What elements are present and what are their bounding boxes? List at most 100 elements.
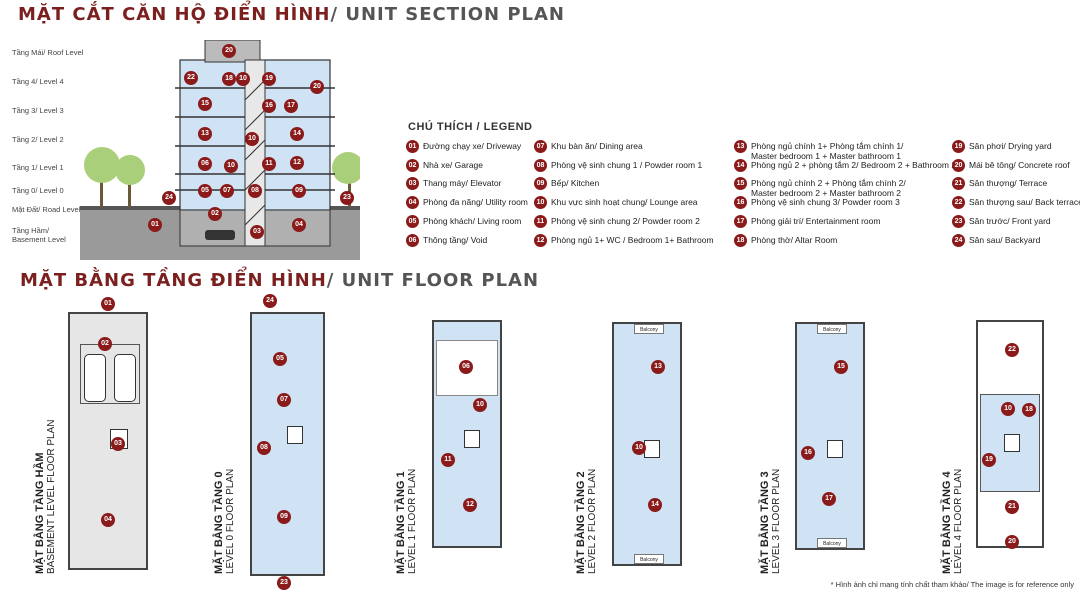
legend-text: Sân sau/ Backyard <box>969 234 1040 245</box>
legend-text: Phòng vệ sinh chung 1 / Powder room 1 <box>551 159 702 170</box>
legend-number-badge: 07 <box>534 140 547 153</box>
badge-11: 11 <box>262 157 276 171</box>
legend-text: Phòng giải trí/ Entertainment room <box>751 215 880 226</box>
legend-text: Sân thượng sau/ Back terrace <box>969 196 1080 207</box>
legend-text: Phòng ngủ 1+ WC / Bedroom 1+ Bathroom <box>551 234 714 245</box>
legend-text: Khu vực sinh hoạt chung/ Lounge area <box>551 196 698 207</box>
legend-number-badge: 12 <box>534 233 547 247</box>
plan-label-en: LEVEL 4 FLOOR PLAN <box>953 468 964 574</box>
legend-text-line: Bếp/ Kitchen <box>551 178 600 189</box>
fp5-badge-21: 21 <box>1005 500 1019 514</box>
plan-label-vn: MẶT BẰNG TẦNG 0 <box>213 471 225 574</box>
balcony-label: Balcony <box>634 554 664 564</box>
legend-text: Phòng đa năng/ Utility room <box>423 196 528 207</box>
badge-10b: 10 <box>245 132 259 146</box>
legend-text-line: Thông tầng/ Void <box>423 234 488 245</box>
fp0-badge-03: 03 <box>111 437 125 451</box>
legend-number-badge: 04 <box>406 196 419 210</box>
elevator-icon <box>287 426 303 444</box>
legend-number-badge: 23 <box>952 214 965 228</box>
legend-text-line: Khu vực sinh hoạt chung/ Lounge area <box>551 197 698 208</box>
elevator-icon <box>1004 434 1020 452</box>
level-label-4: Tầng 4/ Level 4 <box>12 77 64 86</box>
legend-number-badge: 09 <box>534 177 547 191</box>
legend-text: Sân phơi/ Drying yard <box>969 140 1052 151</box>
legend-number-badge: 14 <box>734 158 747 172</box>
badge-06: 06 <box>198 157 212 171</box>
legend-number-badge: 11 <box>534 214 547 228</box>
level-label-0: Tầng 0/ Level 0 <box>12 186 64 195</box>
legend-text: Khu bàn ăn/ Dining area <box>551 140 643 151</box>
floor-plan-title: MẶT BẰNG TẦNG ĐIỂN HÌNH/ UNIT FLOOR PLAN <box>20 270 539 291</box>
legend-item: 11 Phòng vệ sinh chung 2/ Powder room 2 <box>534 214 700 228</box>
fp0-badge-04: 04 <box>101 513 115 527</box>
legend-number-badge: 21 <box>952 177 965 191</box>
legend-number-badge: 10 <box>534 196 547 210</box>
fp1-badge-05: 05 <box>273 352 287 366</box>
subtitle-en: / UNIT FLOOR PLAN <box>326 270 540 291</box>
legend-text: Đường chạy xe/ Driveway <box>423 140 521 151</box>
elevator-icon <box>644 440 660 458</box>
legend-item: 07 Khu bàn ăn/ Dining area <box>534 140 643 153</box>
car-icon <box>84 354 106 402</box>
legend-text: Phòng khách/ Living room <box>423 215 521 226</box>
fp3-badge-13: 13 <box>651 360 665 374</box>
plan-label-en: LEVEL 0 FLOOR PLAN <box>225 468 236 574</box>
stair-core <box>244 59 266 247</box>
fp1-badge-09: 09 <box>277 510 291 524</box>
legend-text-line: Phòng đa năng/ Utility room <box>423 197 528 208</box>
legend-text-line: Sân thượng sau/ Back terrace <box>969 197 1080 208</box>
plan-label-vn: MẶT BẰNG TẦNG 4 <box>941 471 953 574</box>
level-label-2: Tầng 2/ Level 2 <box>12 135 64 144</box>
fp2-badge-11: 11 <box>441 453 455 467</box>
legend-item: 10 Khu vực sinh hoạt chung/ Lounge area <box>534 196 698 210</box>
title-en: / UNIT SECTION PLAN <box>330 4 565 25</box>
legend-text-line: Master bedroom 2 + Master bathroom 2 <box>751 188 901 199</box>
level-label-basement: Tầng Hầm/ <box>12 226 50 235</box>
legend-text-line: Phòng giải trí/ Entertainment room <box>751 215 881 226</box>
plan-label-vn: MẶT BẰNG TẦNG HẦM <box>34 452 46 574</box>
badge-19: 19 <box>262 72 276 86</box>
legend-text: Phòng vệ sinh chung 2/ Powder room 2 <box>551 215 700 226</box>
fp0-badge-02: 02 <box>98 337 112 351</box>
badge-04: 04 <box>292 218 306 232</box>
badge-15: 15 <box>198 97 212 111</box>
floor-plan-level-2: Balcony Balcony <box>612 322 682 566</box>
badge-10c: 10 <box>224 159 238 173</box>
legend-text-line: Sân thượng/ Terrace <box>969 178 1048 189</box>
legend-text: Bếp/ Kitchen <box>551 177 599 188</box>
fp5-badge-19: 19 <box>982 453 996 467</box>
fp3-badge-14: 14 <box>648 498 662 512</box>
badge-23: 23 <box>340 191 354 205</box>
badge-01: 01 <box>148 218 162 232</box>
badge-14: 14 <box>290 127 304 141</box>
legend-number-badge: 18 <box>734 233 747 247</box>
legend-number-badge: 24 <box>952 233 965 247</box>
badge-02: 02 <box>208 207 222 221</box>
legend-text: Thông tầng/ Void <box>423 234 487 245</box>
legend-text-line: Phòng khách/ Living room <box>423 215 522 226</box>
balcony-label: Balcony <box>817 538 847 548</box>
title-vn: MẶT CẮT CĂN HỘ ĐIỂN HÌNH <box>18 4 331 25</box>
fp1-badge-23: 23 <box>277 576 291 590</box>
legend-text-line: Master bedroom 1 + Master bathroom 1 <box>751 151 901 161</box>
legend-text-line: Nhà xe/ Garage <box>423 159 484 170</box>
fp0-badge-01: 01 <box>101 297 115 311</box>
badge-13: 13 <box>198 127 212 141</box>
legend-text-line: Phòng vệ sinh chung 1 / Powder room 1 <box>551 159 703 170</box>
tree-icon <box>84 147 360 207</box>
plan-label-en: BASEMENT LEVEL FLOOR PLAN <box>46 419 57 575</box>
